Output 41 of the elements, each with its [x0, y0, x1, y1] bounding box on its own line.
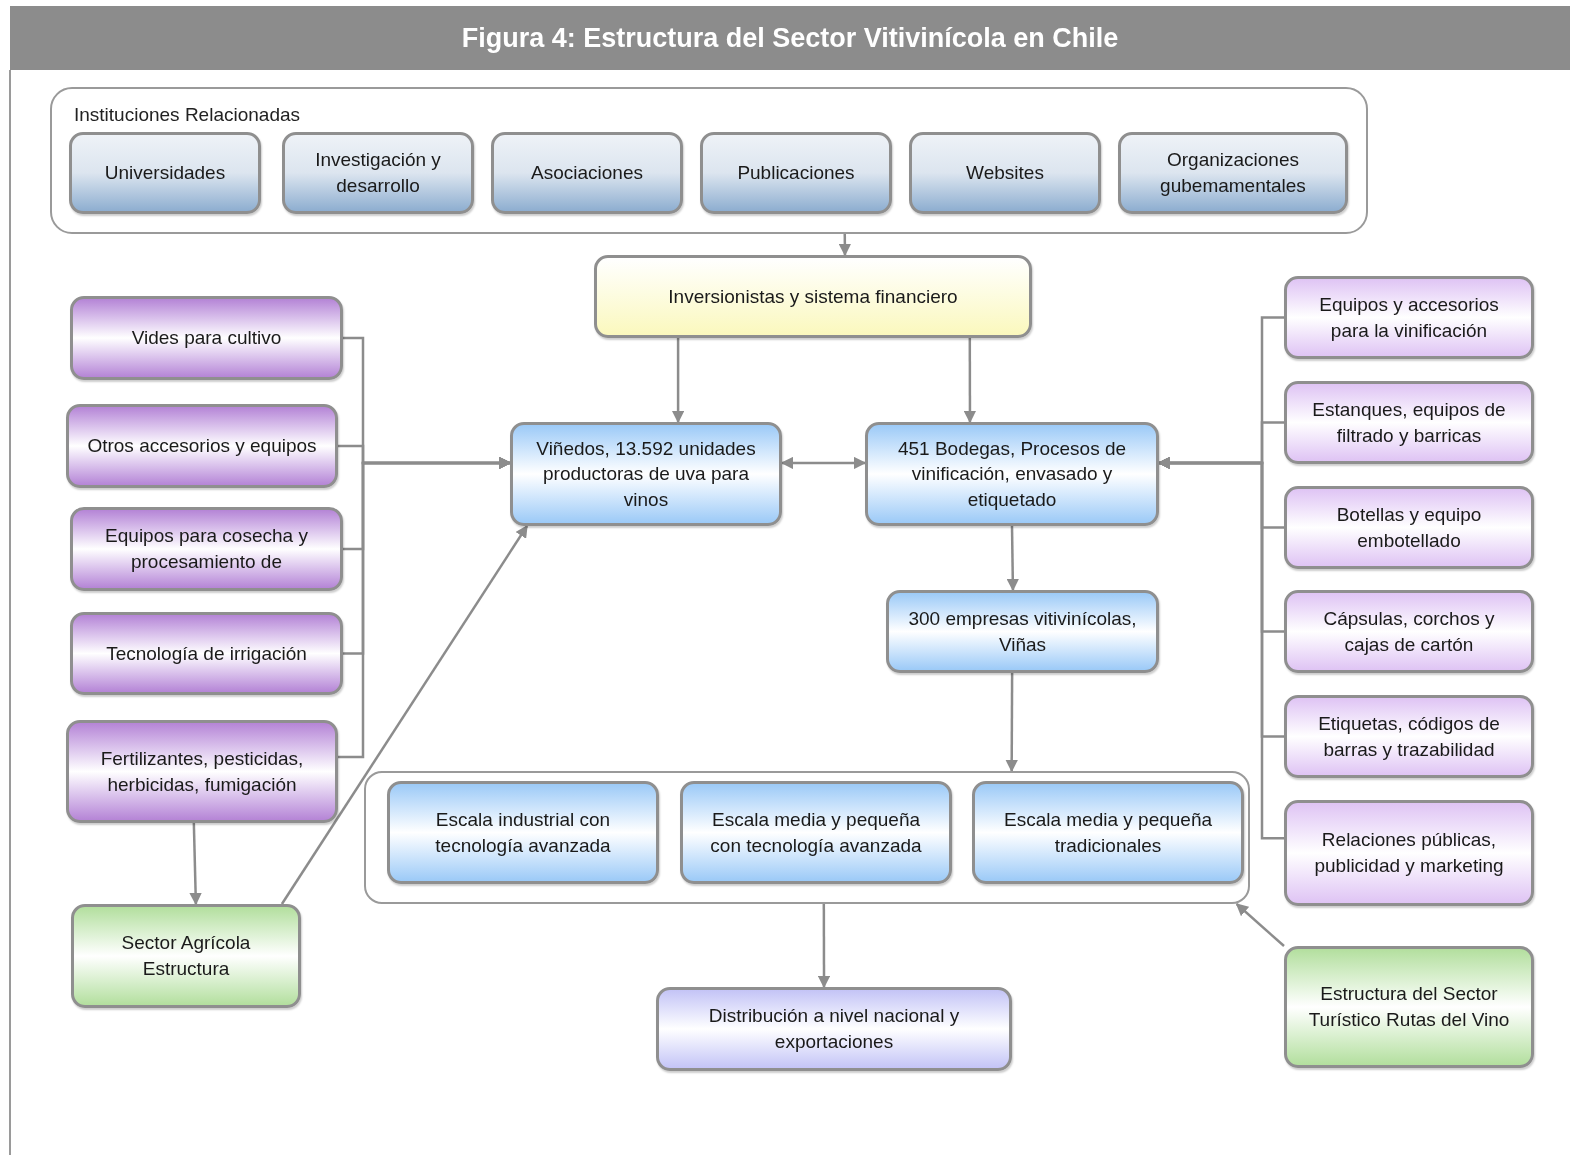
process-box: Viñedos, 13.592 unidades productoras de uva para vinos	[510, 422, 782, 526]
process-box: Estanques, equipos de filtrado y barricas	[1284, 381, 1534, 464]
process-box: Investigación y desarrollo	[282, 132, 474, 214]
process-box: Organizaciones gubemamentales	[1118, 132, 1348, 214]
process-box: Otros accesorios y equipos	[66, 404, 338, 488]
process-box: Equipos para cosecha y procesamiento de	[70, 507, 343, 591]
arrow	[838, 234, 852, 257]
process-box: Escala media y pequeña tradicionales	[972, 781, 1244, 884]
arrow	[1006, 526, 1020, 592]
arrow	[1005, 673, 1018, 773]
arrow	[280, 524, 529, 905]
process-box: Equipos y accesorios para la vinificación	[1284, 276, 1534, 359]
process-box: Escala industrial con tecnología avanzada	[387, 781, 659, 884]
group-container	[50, 87, 1368, 234]
process-box: Inversionistas y sistema financiero	[594, 255, 1032, 338]
group-heading: Instituciones Relacionadas	[74, 103, 301, 127]
process-box: Cápsulas, corchos y cajas de cartón	[1284, 590, 1534, 673]
process-box: Websites	[909, 132, 1101, 214]
process-box: Universidades	[69, 132, 261, 214]
process-box: Publicaciones	[700, 132, 892, 214]
process-box: Relaciones públicas, publicidad y marketing	[1284, 800, 1534, 906]
process-box: Tecnología de irrigación	[70, 612, 343, 695]
process-box: 300 empresas vitivinícolas, Viñas	[886, 590, 1159, 673]
process-box: Escala media y pequeña con tecnología avanzada	[680, 781, 952, 884]
process-box: Fertilizantes, pesticidas, herbicidas, fumigación	[66, 720, 338, 823]
arrow	[817, 904, 831, 989]
arrow	[1235, 903, 1285, 947]
arrow	[780, 456, 867, 470]
process-box: Distribución a nivel nacional y exportaciones	[656, 987, 1012, 1071]
group-container	[364, 771, 1250, 904]
process-box: Vides para cultivo	[70, 296, 343, 380]
process-box: 451 Bodegas, Procesos de vinificación, envasado y etiquetado	[865, 422, 1159, 526]
arrow	[189, 822, 202, 906]
arrow	[963, 338, 977, 424]
process-box: Botellas y equipo embotellado	[1284, 486, 1534, 569]
arrow	[671, 338, 685, 424]
process-box: Etiquetas, códigos de barras y trazabilidad	[1284, 695, 1534, 778]
process-box: Asociaciones	[491, 132, 683, 214]
diagram-title: Figura 4: Estructura del Sector Vitivinícola en Chile	[461, 21, 1119, 55]
process-box: Sector Agrícola Estructura	[71, 904, 301, 1008]
process-box: Estructura del Sector Turístico Rutas del Vino	[1284, 946, 1534, 1068]
